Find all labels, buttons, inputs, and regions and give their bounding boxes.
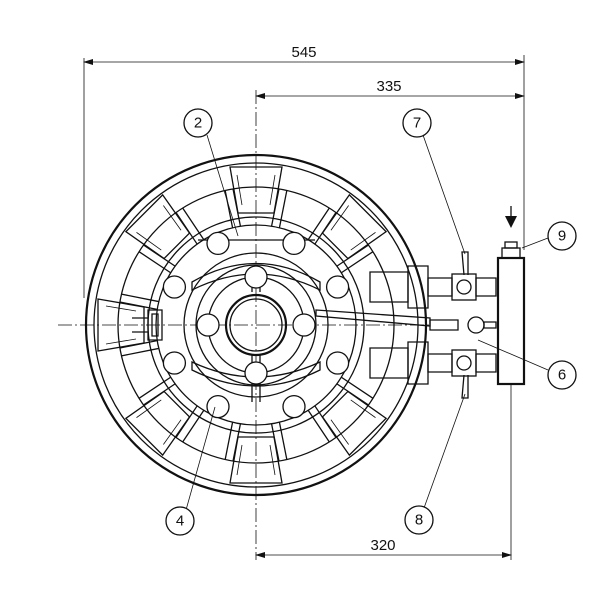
balloon-2: 2 (183, 108, 239, 237)
left-clamp (132, 309, 163, 341)
port-circle (282, 394, 306, 419)
balloon-7: 7 (402, 108, 466, 255)
hub-port-circle (244, 361, 268, 385)
balloon-6-label: 6 (558, 367, 566, 384)
housing-rib (270, 422, 288, 462)
balloon-6: 6 (477, 339, 577, 390)
hub-port-circle (244, 265, 268, 289)
housing-segment (124, 193, 191, 260)
housing-rib (336, 244, 374, 274)
dimension-center-to-right: 335 (255, 78, 525, 99)
balloon-8: 8 (404, 393, 466, 535)
housing-segment (229, 436, 283, 484)
port-circle (325, 351, 350, 375)
dimension-label-545: 545 (291, 44, 316, 61)
housing-segment (321, 390, 388, 457)
housing-rib (175, 405, 205, 443)
port-circles (162, 231, 350, 419)
inlet-arrow (505, 206, 517, 228)
housing-rib (224, 188, 242, 228)
housing-rib (119, 339, 159, 357)
port-circle (206, 231, 230, 256)
housing-rib (138, 376, 176, 406)
balloon-9: 9 (521, 221, 577, 251)
dimension-center-to-manifold: 320 (255, 385, 512, 560)
dimension-label-335: 335 (376, 78, 401, 95)
housing-rib (307, 405, 337, 443)
balloon-4: 4 (165, 406, 216, 536)
housing-rib (119, 293, 159, 311)
housing-rib (175, 207, 205, 245)
housing-segment (97, 298, 145, 352)
dimension-overall-width: 545 (83, 44, 525, 298)
center-lines (58, 90, 432, 560)
housing-ribs (97, 166, 388, 484)
port-circle (282, 231, 306, 256)
port-circle (206, 394, 230, 419)
housing-rib (224, 422, 242, 462)
port-circle (162, 351, 187, 375)
port-circle (325, 275, 350, 299)
housing-segment (321, 193, 388, 260)
hub-port-circle (292, 313, 316, 337)
housing-rib (270, 188, 288, 228)
balloon-7-label: 7 (413, 115, 421, 132)
housing-segment (124, 390, 191, 457)
balloon-4-label: 4 (176, 513, 184, 530)
right-piping (315, 241, 526, 399)
port-circle (162, 275, 187, 299)
hub-port-circle (196, 313, 220, 337)
housing-rib (336, 376, 374, 406)
balloon-8-label: 8 (415, 512, 423, 529)
dimension-label-320: 320 (370, 537, 395, 554)
balloon-9-label: 9 (558, 228, 566, 245)
balloon-2-label: 2 (194, 115, 202, 132)
housing-rib (138, 244, 176, 274)
housing-rib (307, 207, 337, 245)
inner-ring (147, 216, 365, 434)
housing-segment (229, 166, 283, 214)
